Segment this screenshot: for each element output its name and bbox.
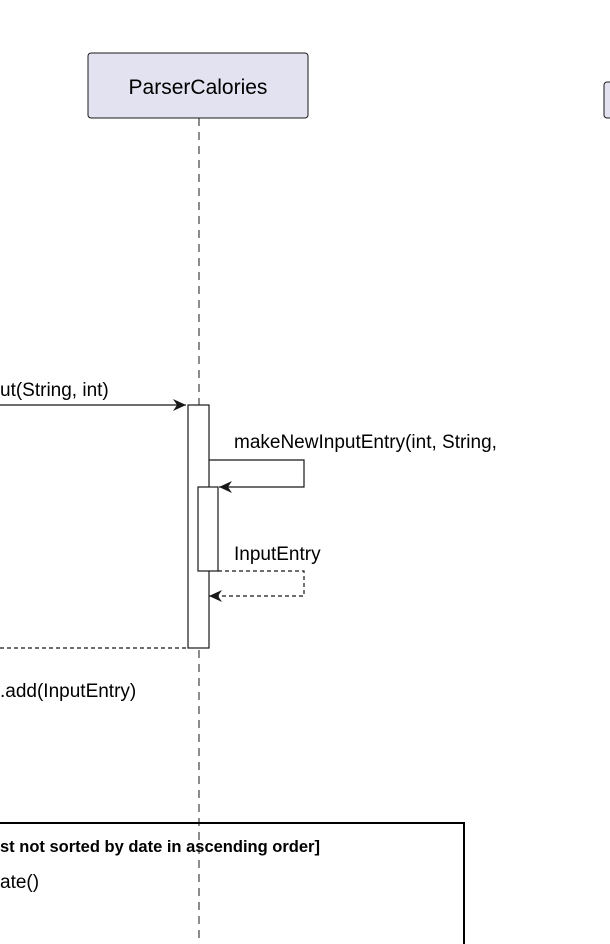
message-self-return: InputEntry <box>209 544 321 602</box>
message-self-call-label: makeNewInputEntry(int, String, <box>234 432 497 453</box>
message-self-return-label: InputEntry <box>234 544 321 565</box>
message-list-add-label: .add(InputEntry) <box>0 681 136 702</box>
fragment-guard: st not sorted by date in ascending order… <box>0 838 320 856</box>
participant-parsercalories: ParserCalories <box>87 52 309 119</box>
message-incoming-call-label: ut(String, int) <box>0 380 109 401</box>
message-incoming-call: ut(String, int) <box>0 380 186 411</box>
participant-partial-right <box>603 81 610 119</box>
fragment-box: st not sorted by date in ascending order… <box>0 822 465 944</box>
fragment-body: ate() <box>0 872 39 893</box>
message-self-call: makeNewInputEntry(int, String, <box>209 432 497 493</box>
participant-label: ParserCalories <box>129 76 268 99</box>
activation-bar-inner <box>197 486 219 572</box>
